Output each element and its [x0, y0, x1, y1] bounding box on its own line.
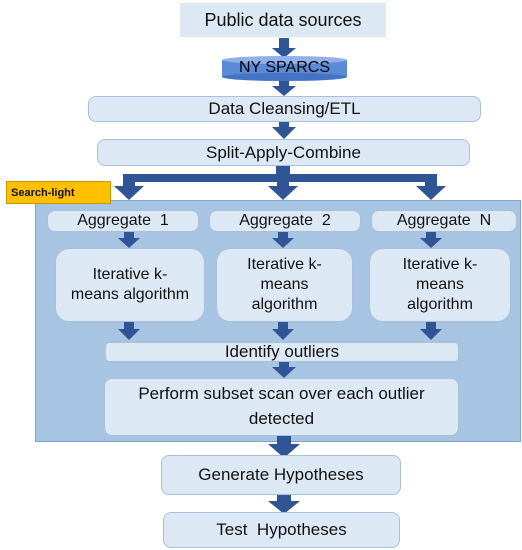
- arrow-public-to-sparcs: [272, 38, 296, 58]
- node-aggregate-2: Aggregate 2: [209, 210, 361, 232]
- arrow-kmeans-to-identify: [118, 321, 442, 340]
- arrow-cleansing-to-split: [272, 121, 296, 139]
- node-kmeans-2: Iterative k-means algorithm: [216, 248, 353, 322]
- node-generate-hypotheses: Generate Hypotheses: [161, 455, 401, 495]
- arrow-subset-to-generate: [268, 434, 300, 458]
- node-kmeans-n: Iterative k-means algorithm: [369, 248, 511, 322]
- database-icon: [222, 56, 347, 81]
- arrow-split-to-branches: [114, 165, 446, 200]
- arrow-aggregate-to-kmeans: [118, 232, 442, 248]
- arrow-identify-to-subset: [272, 361, 296, 378]
- node-identify-outliers: Identify outliers: [105, 342, 459, 362]
- node-ny-sparcs: NY SPARCS: [222, 56, 347, 81]
- node-kmeans-1: Iterative k-means algorithm: [55, 248, 205, 322]
- node-subset-scan: Perform subset scan over each outlier de…: [104, 378, 459, 436]
- node-data-cleansing: Data Cleansing/ETL: [88, 96, 481, 122]
- node-aggregate-1: Aggregate 1: [47, 210, 199, 232]
- arrow-sparcs-to-cleansing: [272, 80, 296, 96]
- node-test-hypotheses: Test Hypotheses: [163, 512, 400, 548]
- search-light-tag: Search-light: [6, 181, 111, 204]
- node-public-data-sources: Public data sources: [180, 3, 386, 37]
- node-split-apply-combine: Split-Apply-Combine: [97, 139, 470, 166]
- arrow-generate-to-test: [268, 493, 300, 514]
- node-aggregate-n: Aggregate N: [371, 210, 517, 232]
